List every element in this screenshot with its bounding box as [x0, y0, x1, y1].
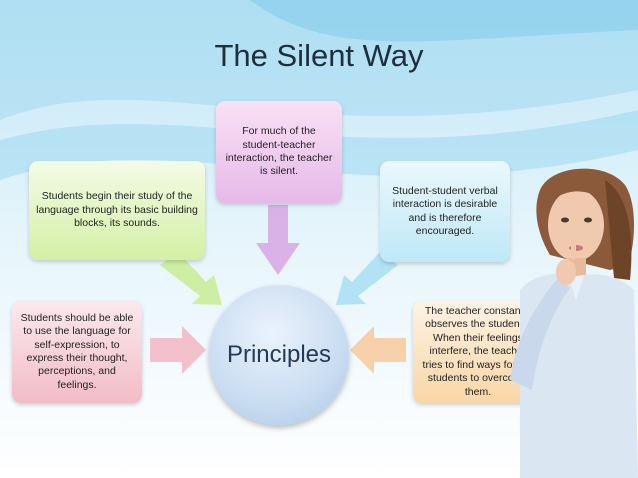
slide-title: The Silent Way	[214, 38, 424, 73]
principle-box-student-interaction: Student-student verbal interaction is de…	[380, 161, 510, 262]
arrow-left	[350, 326, 406, 374]
center-circle: Principles	[209, 285, 349, 425]
woman-silence-image	[510, 168, 638, 478]
arrow-down	[256, 205, 300, 275]
principle-box-sounds: Students begin their study of the langua…	[29, 161, 205, 260]
arrow-right	[150, 326, 206, 374]
arrow-down-left	[336, 252, 398, 305]
principle-box-self-expression: Students should be able to use the langu…	[12, 301, 142, 403]
principle-box-teacher-silent: For much of the student-teacher interact…	[216, 101, 342, 203]
arrow-down-right	[160, 252, 222, 305]
